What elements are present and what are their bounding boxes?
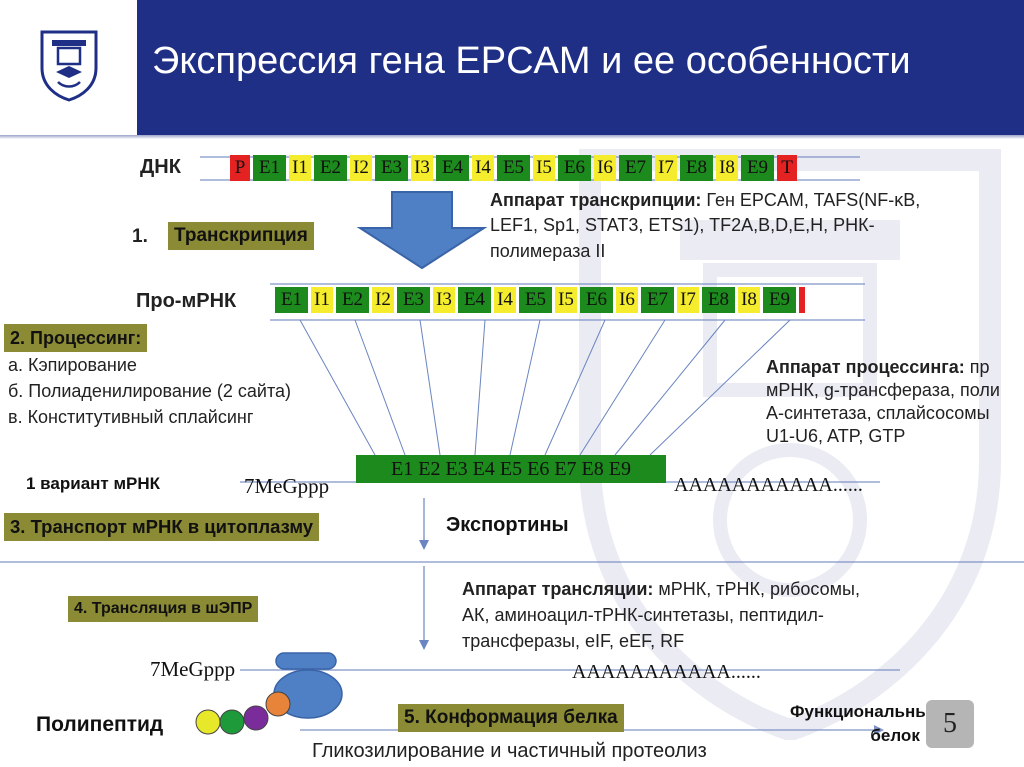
- pre-mrna-segment-e6: E6: [580, 287, 613, 313]
- polypeptide-beads: [195, 691, 291, 735]
- processing-apparatus-line4: U1-U6, ATP, GTP: [766, 426, 906, 446]
- translation-apparatus-line2: АК, аминоацил-тРНК-синтетазы, пептидил-: [462, 605, 824, 625]
- pre-mrna-segment-i4: I4: [494, 287, 516, 313]
- dna-segment-p: P: [230, 155, 250, 181]
- pre-mrna-label: Про-мРНК: [136, 290, 237, 312]
- dna-segment-e8: E8: [680, 155, 713, 181]
- processing-item-capping: а. Кэпирование: [8, 355, 137, 375]
- dna-segment-i1: I1: [289, 155, 311, 181]
- dna-segment-e3: E3: [375, 155, 408, 181]
- pre-mrna-segment-e7: E7: [641, 287, 674, 313]
- translation-apparatus-line1: Аппарат трансляции: мРНК, тРНК, рибосомы…: [462, 578, 860, 601]
- dna-segment-i7: I7: [655, 155, 677, 181]
- dna-segment-e9: E9: [741, 155, 774, 181]
- dna-segment-e1: E1: [253, 155, 286, 181]
- page-number: 5: [926, 700, 974, 748]
- pre-mrna-segment-e2: E2: [336, 287, 369, 313]
- pre-mrna-segment-e5: E5: [519, 287, 552, 313]
- pre-mrna-segment-e9: E9: [763, 287, 796, 313]
- pre-mrna-segment-i7: I7: [677, 287, 699, 313]
- exportins-label: Экспортины: [446, 514, 569, 536]
- pre-mrna-segment-end-marker: [799, 287, 805, 313]
- translation-apparatus-line3: трансферазы, eIF, eEF, RF: [462, 631, 685, 651]
- dna-segment-e4: E4: [436, 155, 469, 181]
- pre-mrna-segment-e8: E8: [702, 287, 735, 313]
- university-logo: [38, 28, 100, 107]
- header-band: [137, 0, 1024, 135]
- pre-mrna-segment-e3: E3: [397, 287, 430, 313]
- dna-segment-e7: E7: [619, 155, 652, 181]
- mrna-cap: 7MeGppp: [244, 474, 330, 498]
- functional-protein-line2: белок: [870, 726, 920, 745]
- polypeptide-label: Полипептид: [36, 713, 164, 736]
- dna-label: ДНК: [140, 156, 181, 178]
- amino-acid-bead: [265, 691, 291, 717]
- processing-apparatus-heading: Аппарат процессинга:: [766, 357, 965, 377]
- pre-mrna-segment-i2: I2: [372, 287, 394, 313]
- dna-segment-t: T: [777, 155, 797, 181]
- step2-processing-tag: 2. Процессинг:: [4, 324, 148, 352]
- page-title: Экспрессия гена EPCAM и ее особенности: [152, 40, 911, 82]
- processing-item-splicing: в. Конститутивный сплайсинг: [8, 407, 254, 427]
- dna-segment-i2: I2: [350, 155, 372, 181]
- functional-protein-label: Функциональный белок: [790, 700, 940, 748]
- dna-segment-i4: I4: [472, 155, 494, 181]
- processing-apparatus: Аппарат процессинга: пр мРНК, g-трансфер…: [766, 356, 1024, 466]
- translation-apparatus-heading: Аппарат трансляции:: [462, 579, 654, 599]
- dna-segment-e5: E5: [497, 155, 530, 181]
- transcription-apparatus-heading: Аппарат транскрипции:: [490, 190, 702, 210]
- pre-mrna-segment-i8: I8: [738, 287, 760, 313]
- transcription-apparatus-line1: Аппарат транскрипции: Ген EPCAM, TAFS(NF…: [490, 189, 920, 212]
- pre-mrna-segment-e1: E1: [275, 287, 308, 313]
- step1-number: 1.: [132, 226, 148, 247]
- mrna-polya-tail: AAAAAAAAAAA......: [674, 474, 863, 496]
- amino-acid-bead: [243, 705, 269, 731]
- pre-mrna-segment-i5: I5: [555, 287, 577, 313]
- step1-transcription-tag: Транскрипция: [168, 222, 314, 250]
- amino-acid-bead: [195, 709, 221, 735]
- transcription-apparatus-line2: LEF1, Sp1, STAT3, ETS1), TF2A,B,D,E,H, Р…: [490, 215, 875, 235]
- pre-mrna-segment-i3: I3: [433, 287, 455, 313]
- pre-mrna-segment-i6: I6: [616, 287, 638, 313]
- dna-segment-i6: I6: [594, 155, 616, 181]
- dna-segment-e2: E2: [314, 155, 347, 181]
- dna-segment-i8: I8: [716, 155, 738, 181]
- amino-acid-bead: [219, 709, 245, 735]
- mrna-variant-label: 1 вариант мРНК: [26, 474, 161, 493]
- transcription-apparatus-line3: полимераза II: [490, 241, 606, 261]
- glycosylation-note: Гликозилирование и частичный протеолиз: [312, 740, 707, 762]
- translation-mrna-cap: 7MeGppp: [150, 657, 236, 681]
- step5-conformation-tag: 5. Конформация белка: [398, 704, 624, 732]
- functional-protein-line1: Функциональный: [790, 702, 941, 721]
- header-shadow: [0, 135, 1024, 139]
- ribosome-icon: [273, 652, 343, 719]
- translation-mrna-tail: AAAAAAAAAAA......: [572, 661, 761, 683]
- translation-apparatus-text1: мРНК, тРНК, рибосомы,: [653, 579, 860, 599]
- dna-segment-i3: I3: [411, 155, 433, 181]
- mature-mrna-exons: E1 E2 E3 E4 E5 E6 E7 E8 E9: [356, 455, 666, 483]
- processing-apparatus-line1: Аппарат процессинга: пр: [766, 356, 1024, 379]
- transcription-apparatus-text1: Ген EPCAM, TAFS(NF-κB,: [701, 190, 921, 210]
- step3-transport-tag: 3. Транспорт мРНК в цитоплазму: [4, 513, 320, 541]
- pre-mrna-segment-e4: E4: [458, 287, 491, 313]
- dna-segment-e6: E6: [558, 155, 591, 181]
- processing-apparatus-line2: мРНК, g-трансфераза, поли: [766, 380, 1000, 400]
- dna-segment-i5: I5: [533, 155, 555, 181]
- processing-item-polyadenylation: б. Полиаденилирование (2 сайта): [8, 381, 292, 401]
- step4-translation-tag: 4. Трансляция в шЭПР: [68, 596, 259, 622]
- pre-mrna-segment-i1: I1: [311, 287, 333, 313]
- processing-apparatus-text1: пр: [964, 357, 990, 377]
- processing-apparatus-line3: А-синтетаза, сплайсосомы: [766, 403, 990, 423]
